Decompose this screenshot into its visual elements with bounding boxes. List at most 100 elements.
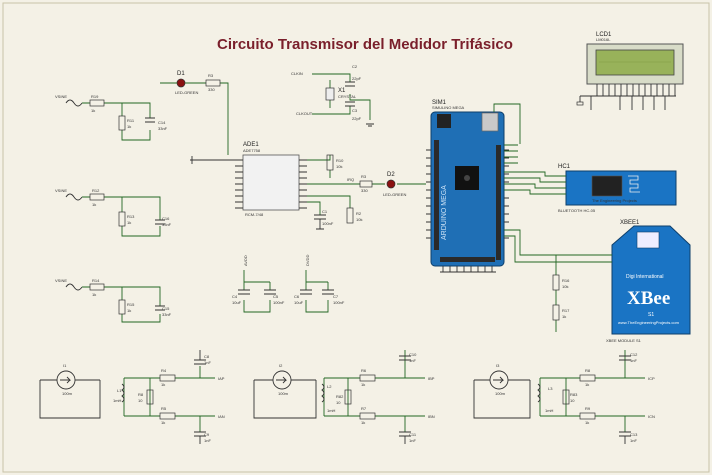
l3-ref: L3 <box>548 386 553 391</box>
c11-val: 1nF <box>409 438 416 443</box>
r3-ref-top: R3 <box>208 73 214 78</box>
xbee-ref: XBEE1 <box>620 220 640 226</box>
r15-val: 1k <box>127 308 131 313</box>
r13-ref: R13 <box>127 214 135 219</box>
c15-val: 33nF <box>162 312 172 317</box>
r3-val-top: 330 <box>208 87 215 92</box>
r10-ref: R10 <box>336 158 344 163</box>
r9-val: 1k <box>585 420 589 425</box>
c15-ref: C15 <box>162 306 170 311</box>
r8-val: 10 <box>138 398 143 403</box>
lcd-wires <box>493 103 521 164</box>
i2-value: 100m <box>278 391 289 396</box>
ade-support: R10 10k IRQ R3 330 D2 LED-GREEN R2 10k C… <box>307 154 426 230</box>
r7-val: 1k <box>361 420 365 425</box>
r82-ref: R82 <box>336 394 344 399</box>
r14-ref: R14 <box>92 278 100 283</box>
c14-val: 33nF <box>158 126 168 131</box>
c9-ref: C9 <box>204 432 210 437</box>
l3-val: 1mH <box>545 408 554 413</box>
c2-ref: C2 <box>352 64 358 69</box>
c13-val: 1nF <box>630 438 637 443</box>
c1-ref: C1 <box>322 209 328 214</box>
l1-val: 1mH <box>113 398 122 403</box>
r5-val: 1k <box>161 420 165 425</box>
r12-val: 1k <box>92 202 96 207</box>
net-dvdd: DVDD <box>305 255 310 266</box>
c7-ref: C7 <box>333 294 339 299</box>
x1-val: CRYSTAL <box>338 94 357 99</box>
r3-ref: R3 <box>361 174 367 179</box>
v3-label: VSINE <box>55 278 67 283</box>
xbee-sub: Digi International <box>626 274 664 280</box>
net-icp: ICP <box>648 376 655 381</box>
c12-ref: C12 <box>630 352 638 357</box>
c13-ref: C13 <box>630 432 638 437</box>
current-stage-3: I3 100m L3 1mH R83 10 R8 1k R9 1k ICP IC… <box>473 350 655 444</box>
c4-ref: C4 <box>232 294 238 299</box>
r12-ref: R12 <box>92 188 100 193</box>
crystal-osc: CLKIN CLKOUT X1 CRYSTAL C2 22pF C3 22pF <box>291 64 374 127</box>
net-avdd: AVDD <box>243 255 248 266</box>
i3-value: 100m <box>495 391 506 396</box>
r4-ref: R4 <box>161 368 167 373</box>
c8-ref: C8 <box>204 354 210 359</box>
xbee-footer: XBEE MODULE S1 <box>606 338 642 343</box>
r82-val: 10 <box>336 400 341 405</box>
r17-val: 1k <box>562 314 566 319</box>
lcd-ref: LCD1 <box>596 32 612 38</box>
c6-ref: C6 <box>294 294 300 299</box>
c4-val: 10uF <box>232 300 242 305</box>
c11-ref: C11 <box>409 432 417 437</box>
bt-tag: The Engineering Projects <box>592 198 637 203</box>
d2-model: LED-GREEN <box>383 192 406 197</box>
r11-val: 1k <box>127 124 131 129</box>
net-ibn: IBN <box>428 414 435 419</box>
r83-ref: R83 <box>570 392 578 397</box>
current-stage-2: I2 100m L2 1mH R82 10 R6 1k R7 1k IBP IB… <box>253 350 435 444</box>
r19-ref: R19 <box>91 94 99 99</box>
net-clkout: CLKOUT <box>296 111 313 116</box>
r6-ref: R6 <box>361 368 367 373</box>
voltage-stage-1: VSINE R19 1k R11 1k C14 33nF <box>55 94 168 141</box>
v2-label: VSINE <box>55 188 67 193</box>
c1-val: 100nF <box>322 221 334 226</box>
xbee-module: XBEE1 Digi International XBee S1 www.The… <box>504 220 691 343</box>
r16-ref: R16 <box>562 278 570 283</box>
voltage-stage-2: VSINE R12 1k R13 1k C16 33nF <box>55 188 172 237</box>
c3-val: 22pF <box>352 116 362 121</box>
lcd-model: LM016L <box>596 37 611 42</box>
c8-val: 1nF <box>204 360 211 365</box>
bt-ref: HC1 <box>558 164 571 170</box>
xbee-tag: www.TheEngineeringProjects.com <box>618 320 680 325</box>
xbee-series: S1 <box>648 312 654 318</box>
r4-val: 1k <box>161 382 165 387</box>
r2-val: 10k <box>356 217 362 222</box>
r83-val: 10 <box>570 398 575 403</box>
supply-dvdd: DVDD C6 10uF C7 100nF <box>294 255 345 313</box>
r13-val: 1k <box>127 220 131 225</box>
c5-ref: C5 <box>273 294 279 299</box>
v1-label: VSINE <box>55 94 67 99</box>
bt-footer: BLUETOOTH HC-05 <box>558 208 596 213</box>
l2-val: 1mH <box>327 408 336 413</box>
c10-ref: C10 <box>409 352 417 357</box>
net-irq: IRQ <box>347 177 354 182</box>
r8-ref: R8 <box>138 392 144 397</box>
i1-label: I1 <box>63 363 67 368</box>
d2-ref: D2 <box>387 172 395 178</box>
l1-ref: L1 <box>117 388 122 393</box>
r19-val: 1k <box>91 108 95 113</box>
d1-model: LED-GREEN <box>175 90 198 95</box>
r14-val: 1k <box>92 292 96 297</box>
r17-ref: R17 <box>562 308 570 313</box>
c16-ref: C16 <box>162 216 170 221</box>
i1-value: 100m <box>62 391 73 396</box>
c9-val: 1nF <box>204 438 211 443</box>
r7-ref: R7 <box>361 406 367 411</box>
d1-ref: D1 <box>177 71 185 77</box>
i2-label: I2 <box>279 363 283 368</box>
led-d1: D1 LED-GREEN R3 330 <box>160 71 229 155</box>
